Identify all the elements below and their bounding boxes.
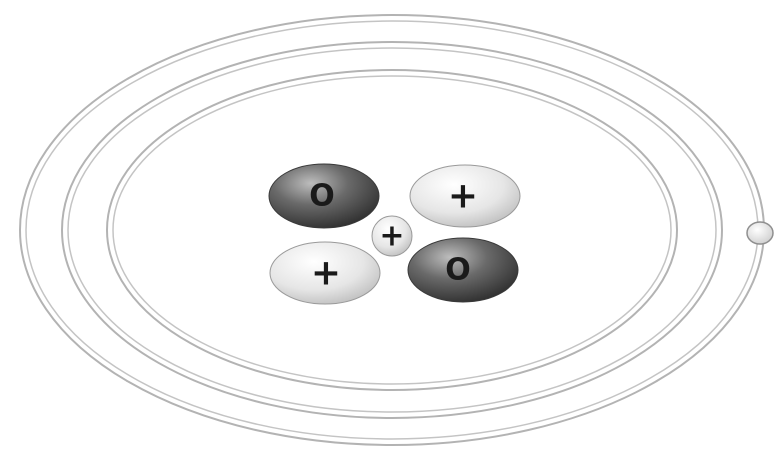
nucleus: + O + + O [269, 164, 520, 304]
proton-top-right-symbol: + [448, 176, 478, 217]
proton-top-right: + [410, 165, 520, 227]
proton-center: + [372, 216, 412, 256]
neutron-bottom-right: O [408, 238, 518, 302]
electron [747, 222, 773, 244]
neutron-top-left-symbol: O [309, 179, 335, 214]
proton-center-symbol: + [379, 219, 404, 254]
proton-bottom-left-symbol: + [311, 253, 341, 294]
neutron-bottom-right-symbol: O [445, 253, 471, 288]
neutron-top-left: O [269, 164, 379, 228]
proton-bottom-left: + [270, 242, 380, 304]
